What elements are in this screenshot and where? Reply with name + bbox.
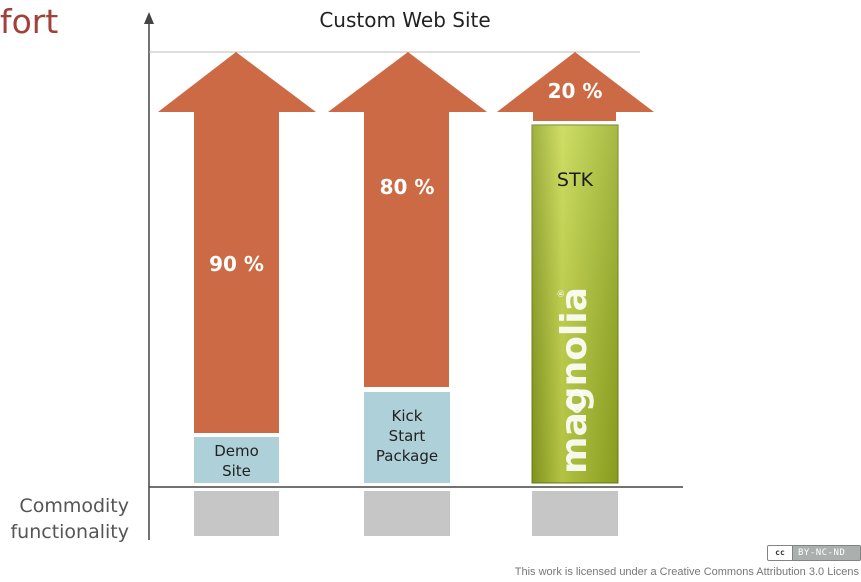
kick-start-package-label: Kick Start Package [375, 407, 439, 465]
magnolia-logo: magnolia ® [554, 287, 595, 474]
commodity-box-1 [194, 491, 279, 536]
arrow-20-percent [497, 52, 654, 121]
cc-badge-text: BY-NC-ND [798, 548, 846, 558]
arrow-80-percent [328, 52, 487, 387]
custom-web-site-label: Custom Web Site [319, 8, 491, 32]
commodity-box-3 [532, 491, 618, 536]
svg-text:®: ® [557, 289, 567, 298]
commodity-functionality-label: Commodity functionality [10, 495, 129, 543]
arrow-label-80: 80 % [379, 175, 435, 199]
arrow-label-90: 90 % [209, 252, 264, 276]
license-notice: This work is licensed under a Creative C… [514, 566, 859, 578]
cc-icon: cc [768, 546, 793, 560]
demo-site-label: Demo Site [214, 442, 259, 480]
y-axis-arrowhead [144, 12, 154, 24]
commodity-box-2 [364, 491, 450, 536]
stk-box-shade [532, 125, 618, 483]
stk-label: STK [556, 169, 594, 191]
slide-title-fragment: fort [0, 2, 59, 41]
kick-start-package-box [364, 392, 450, 483]
magnolia-logo-text: magnolia [554, 287, 595, 474]
arrow-label-20: 20 % [547, 79, 603, 103]
arrow-90-percent [158, 52, 316, 433]
demo-site-box [194, 437, 279, 483]
creative-commons-badge[interactable]: cc BY-NC-ND [767, 545, 861, 561]
